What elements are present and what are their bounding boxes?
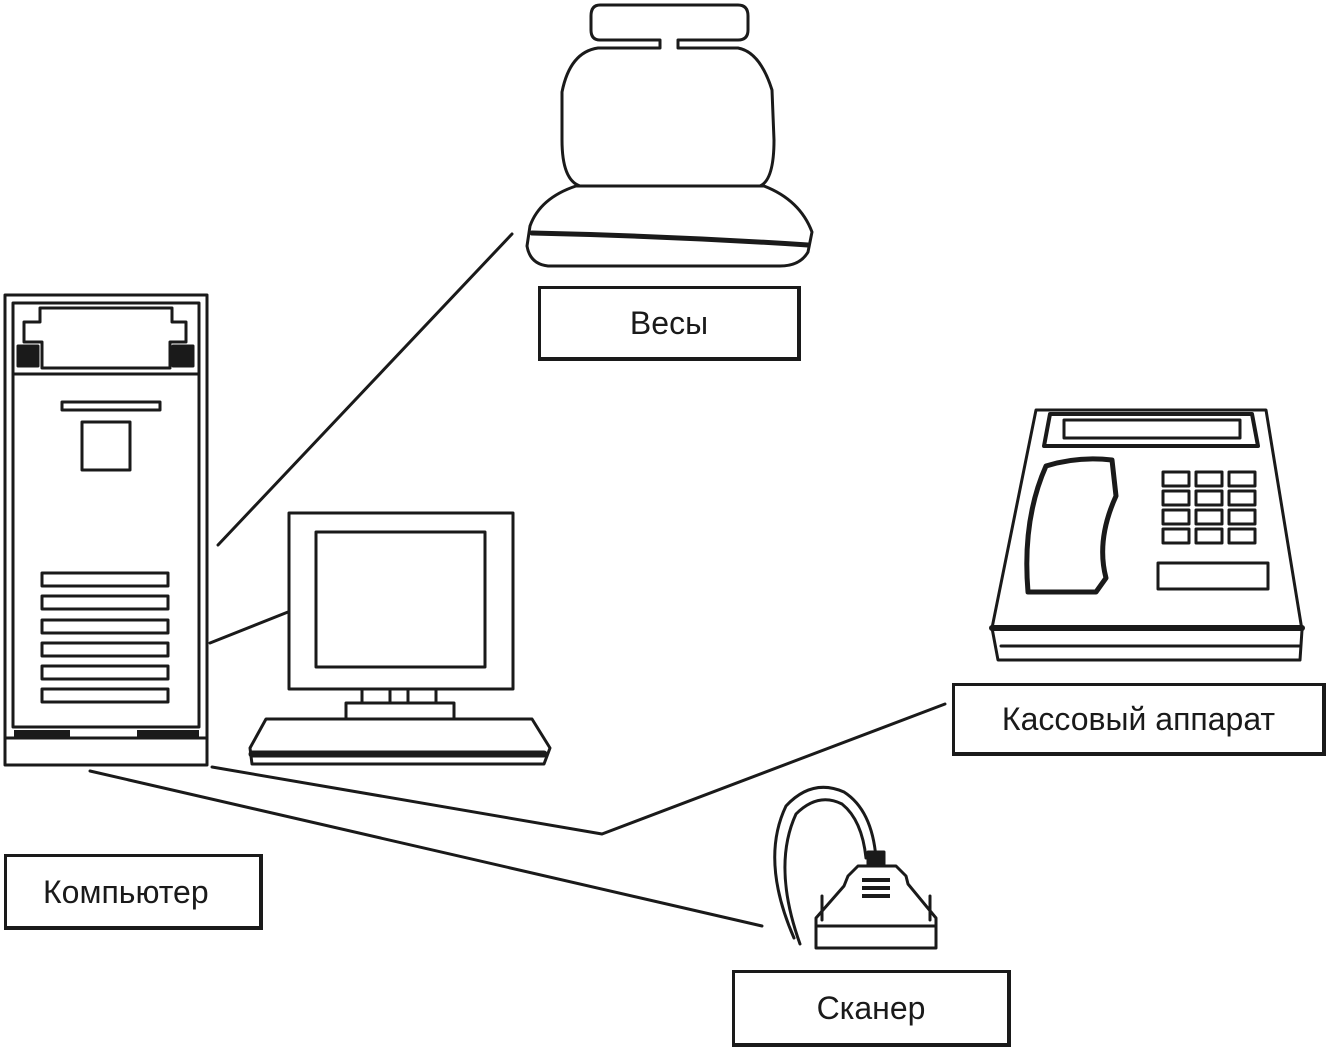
- monitor-keyboard-icon: [248, 511, 552, 766]
- label-cash-register: Кассовый аппарат: [952, 683, 1326, 756]
- label-scales: Весы: [538, 286, 801, 361]
- connection-computer-monitor: [208, 610, 290, 645]
- computer-tower-icon: [3, 293, 209, 767]
- scales-icon: [525, 3, 814, 268]
- label-scanner: Сканер: [732, 970, 1011, 1047]
- connection-computer-scales: [216, 232, 514, 547]
- keypad: [1161, 470, 1257, 545]
- connection-computer-cash-register: [210, 702, 947, 836]
- barcode-scanner-icon: [773, 785, 938, 950]
- cash-register-icon: [989, 408, 1305, 662]
- connection-computer-scanner: [88, 769, 764, 928]
- label-computer: Компьютер: [4, 854, 263, 930]
